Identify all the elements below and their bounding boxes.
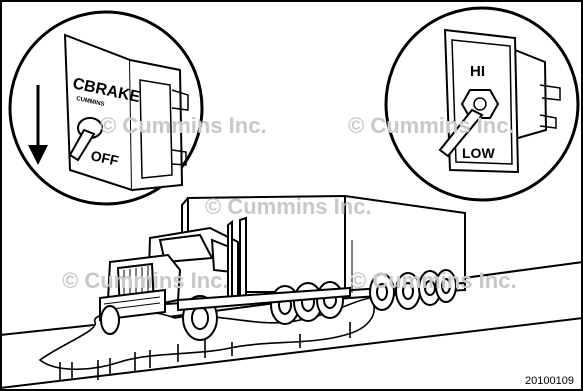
watermark: © Cummins Inc. [348, 113, 515, 138]
figure-id: 20100109 [525, 375, 574, 387]
watermark: © Cummins Inc. [350, 268, 517, 293]
engine-brake-switch-inset: CBRAKE CUMMINS OFF [10, 12, 202, 204]
switch-hi-label: HI [470, 63, 485, 80]
switch-low-label: LOW [462, 145, 495, 161]
hi-low-switch-inset: HI LOW [386, 8, 578, 200]
watermark: © Cummins Inc. [100, 113, 267, 138]
watermark: © Cummins Inc. [62, 268, 229, 293]
watermark: © Cummins Inc. [205, 194, 372, 219]
